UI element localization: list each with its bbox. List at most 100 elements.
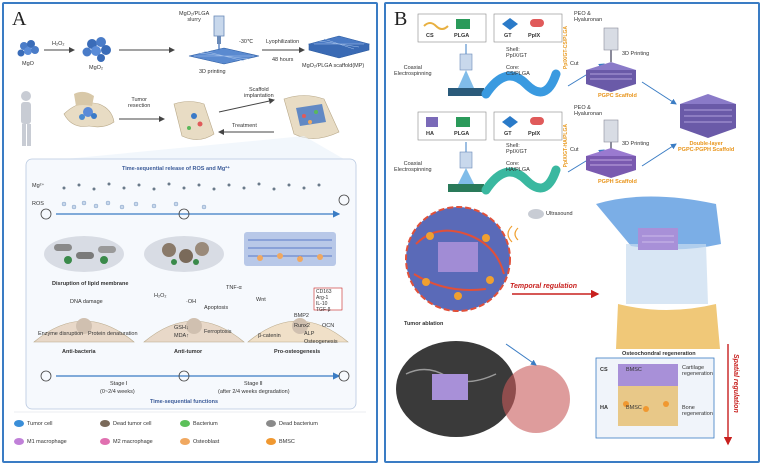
label-cd163: CD163: [316, 289, 332, 295]
label-bmsc-2: BMSC: [626, 405, 642, 411]
bacteria-cluster-icon: [44, 236, 124, 272]
label-il10: IL-10: [316, 301, 328, 307]
legend-label: Dead tumor cell: [113, 420, 152, 427]
label-tumor-resection: Tumor resection: [128, 97, 151, 109]
label-h2o2-b: H₂O₂: [154, 293, 167, 299]
label-mp-scaffold: MgO₂/PLGA scaffold(MP): [302, 63, 365, 69]
dead-tumor-icon: [396, 341, 516, 437]
label-pro-osteogenesis: Pro-osteogenesis: [274, 349, 321, 355]
label-cs: CS: [426, 33, 434, 39]
cs-strand-icon: [423, 22, 449, 30]
legend-item: Bacterium: [180, 420, 218, 427]
ppix-icon: [530, 19, 544, 27]
label-48-hours: 48 hours: [272, 57, 294, 63]
legend-item: Tumor cell: [14, 420, 52, 427]
label-shell-bottom: Shell: PpIX/GT: [506, 143, 528, 155]
legend-label: Osteoblast: [193, 438, 220, 445]
mp-scaffold-icon: [307, 35, 371, 59]
legend-item: M1 macrophage: [14, 438, 67, 445]
label-stage2: Stage Ⅱ: [244, 381, 263, 387]
label-stage1: Stage Ⅰ: [110, 381, 128, 387]
resected-knee-icon: [173, 101, 215, 140]
label-tgf: TGF-β: [316, 307, 331, 313]
mgo-particles-icon: [17, 40, 39, 57]
electrospinning-unit-bottom: [448, 142, 484, 192]
pgpc-scaffold-icon: [586, 62, 636, 92]
release-title: Time-sequential release of ROS and Mg²⁺: [122, 166, 230, 172]
label-temp: -30℃: [239, 39, 254, 45]
tumor-cluster-icon: [144, 236, 224, 272]
zoom-dead-tumor-icon: [502, 365, 570, 433]
legend-swatch-icon: [266, 420, 276, 427]
label-peo-top: PEO & Hyaluronan: [574, 11, 603, 23]
legend-label: BMSC: [279, 438, 295, 445]
label-fiber-bottom: PpIX/GT-HA/PLGA: [563, 124, 569, 168]
label-slurry: MgO₂/PLGA slurry: [179, 11, 210, 23]
legend-label: M2 macrophage: [113, 438, 153, 445]
legend-item: BMSC: [266, 438, 295, 445]
label-coaxial-bottom: Coaxial Electrospinning: [394, 161, 432, 173]
printed-scaffold-icon: [188, 47, 260, 65]
label-anti-tumor: Anti-tumor: [174, 349, 203, 355]
legend-label: Bacterium: [193, 420, 218, 427]
label-temporal-regulation: Temporal regulation: [510, 283, 578, 290]
label-b-catenin: β-catenin: [258, 333, 281, 339]
legend-label: M1 macrophage: [27, 438, 67, 445]
label-gt-2: GT: [504, 131, 512, 137]
label-3d-printing: 3D printing: [199, 69, 226, 75]
label-lyophilization: Lyophilization: [266, 39, 300, 45]
label-protein: Protein denaturation: [88, 331, 138, 337]
label-pgpc: PGPC Scaffold: [598, 93, 637, 99]
label-anti-bacteria: Anti-bacteria: [62, 349, 96, 355]
gt-icon: [502, 18, 518, 30]
panel-a-illustration: [14, 15, 371, 413]
legend-swatch-icon: [100, 438, 110, 445]
label-osteochondral: Osteochondral regeneration: [622, 351, 696, 357]
double-layer-scaffold-icon: [680, 94, 736, 138]
label-core-bottom: Core: HA/PLGA: [506, 161, 530, 173]
label-ferroptosis: Ferroptosis: [204, 329, 232, 335]
label-mda: MDA↑: [174, 333, 189, 339]
label-treatment: Treatment: [232, 123, 257, 129]
label-dna-damage: DNA damage: [70, 299, 103, 305]
ros-particles-row: [61, 200, 207, 210]
plga-block-icon: [456, 19, 470, 29]
legend-swatch-icon: [14, 420, 24, 427]
label-coaxial-top: Coaxial Electrospinning: [394, 65, 432, 77]
ultrasound-icon: [507, 209, 544, 243]
label-peo-bottom: PEO & Hyaluronan: [574, 105, 603, 117]
legend-swatch-icon: [100, 420, 110, 427]
plga-block-icon-2: [456, 117, 470, 127]
gt-icon-2: [502, 116, 518, 128]
knee-tumor-icon: [63, 91, 115, 128]
label-disruption: Disruption of lipid membrane: [52, 281, 129, 287]
label-h2o2: H₂O₂: [52, 41, 65, 47]
syringe-icon: [213, 15, 225, 50]
legend-label: Dead bacterium: [279, 420, 318, 427]
bone-layer-icon: [244, 232, 336, 266]
label-plga-2: PLGA: [454, 131, 470, 137]
legend-item: M2 macrophage: [100, 438, 153, 445]
label-cut-top: Cut: [570, 61, 579, 67]
label-tnf: TNF-α: [226, 285, 242, 291]
label-ros: ROS: [32, 201, 44, 207]
panel-b-illustration: [396, 13, 736, 446]
label-pgph: PGPH Scaffold: [598, 179, 637, 185]
fiber-top-icon: [481, 69, 561, 99]
legend-label: Tumor cell: [27, 420, 53, 427]
label-stage1-time: (0~2/4 weeks): [100, 389, 135, 395]
tumor-sphere-icon: [405, 206, 511, 312]
label-core-top: Core: CS/PLGA: [506, 65, 530, 77]
label-ppix-2: PpIX: [528, 131, 541, 137]
label-bmsc-1: BMSC: [626, 367, 642, 373]
label-spatial-regulation: Spatial regulation: [732, 354, 739, 413]
label-bmp2: BMP2: [294, 313, 309, 319]
label-cs-zoom: CS: [600, 367, 608, 373]
label-mgo2: MgO₂: [89, 65, 104, 71]
label-osteogenesis: Osteogenesis: [304, 339, 338, 345]
label-oh: ·OH: [186, 299, 197, 305]
label-alp: ALP: [304, 331, 315, 337]
label-gt: GT: [504, 33, 512, 39]
printer-top-icon: [603, 27, 619, 62]
label-printing-top: 3D Printing: [622, 51, 650, 57]
